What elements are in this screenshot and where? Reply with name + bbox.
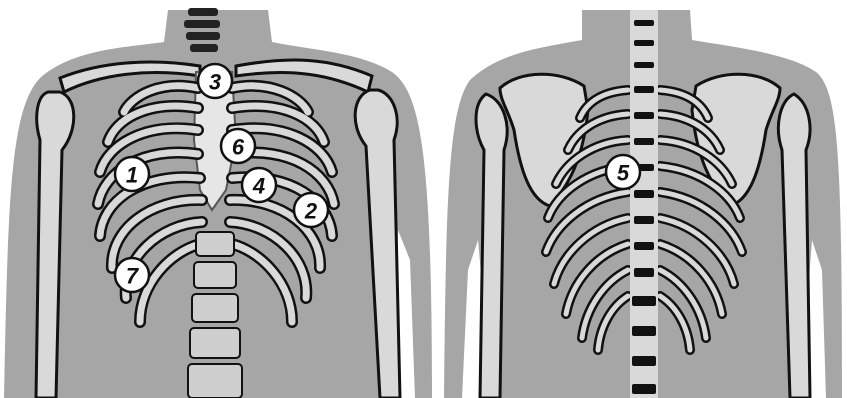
svg-text:6: 6 xyxy=(232,135,245,160)
callout-6: 6 xyxy=(221,129,255,163)
spine-back xyxy=(630,10,658,398)
svg-text:3: 3 xyxy=(209,70,221,95)
svg-text:5: 5 xyxy=(617,161,630,186)
callout-1: 1 xyxy=(115,157,149,191)
callout-2: 2 xyxy=(294,193,328,227)
callout-5: 5 xyxy=(606,155,640,189)
svg-text:1: 1 xyxy=(126,163,138,188)
callout-3: 3 xyxy=(198,64,232,98)
front-torso-view: 1 2 3 4 6 7 xyxy=(4,8,432,398)
back-torso-view: 5 xyxy=(444,10,842,398)
svg-text:7: 7 xyxy=(126,264,140,289)
callout-4: 4 xyxy=(242,168,276,202)
svg-text:4: 4 xyxy=(252,174,265,199)
svg-text:2: 2 xyxy=(304,199,318,224)
callout-7: 7 xyxy=(115,258,149,292)
